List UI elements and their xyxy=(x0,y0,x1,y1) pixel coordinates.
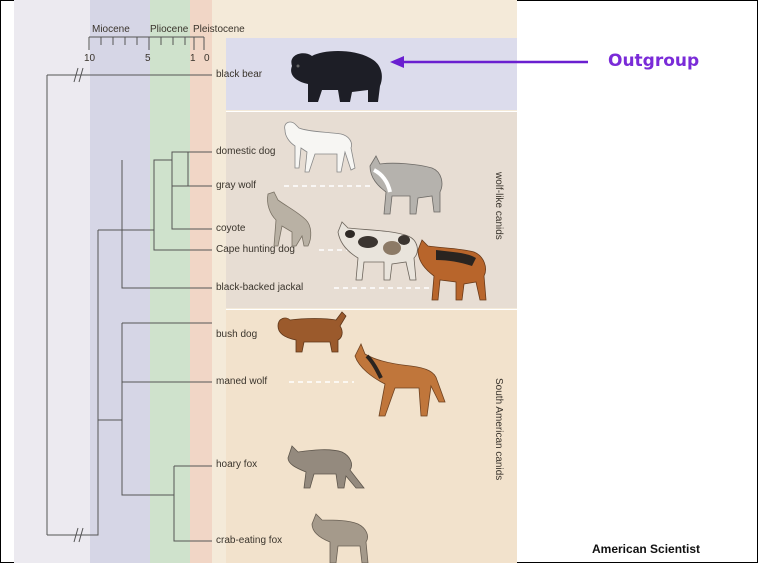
taxon-black-bear: black bear xyxy=(216,69,262,81)
gray-wolf-illustration xyxy=(366,152,448,218)
branch-wolf-like-inner xyxy=(122,152,212,250)
taxon-gray-wolf: gray wolf xyxy=(216,180,256,192)
taxon-crab-eating-fox: crab-eating fox xyxy=(216,535,282,547)
outgroup-label: Outgroup xyxy=(608,51,699,71)
outgroup-arrow xyxy=(390,54,590,70)
cape-hunting-dog-illustration xyxy=(334,218,424,284)
south-american-clade xyxy=(98,230,212,541)
coyote-illustration xyxy=(260,190,320,250)
taxon-hoary-fox: hoary fox xyxy=(216,459,257,471)
black-backed-jackal-illustration xyxy=(414,238,494,304)
taxon-coyote: coyote xyxy=(216,223,245,235)
taxon-maned-wolf: maned wolf xyxy=(216,376,267,388)
taxon-bush-dog: bush dog xyxy=(216,329,257,341)
maned-wolf-illustration xyxy=(351,342,451,420)
taxon-black-backed-jackal: black-backed jackal xyxy=(216,282,303,294)
time-scale-ruler xyxy=(89,37,204,50)
taxon-domestic-dog: domestic dog xyxy=(216,146,275,158)
hoary-fox-illustration xyxy=(284,438,368,492)
phylogeny-figure: Miocene Pliocene Pleistocene 10 5 1 0 xyxy=(14,0,517,563)
bush-dog-illustration xyxy=(274,308,350,356)
branch-coyote xyxy=(172,186,212,229)
crab-eating-fox-illustration xyxy=(308,510,374,563)
group-label-south-american: South American canids xyxy=(493,378,504,480)
domestic-dog-illustration xyxy=(279,118,359,176)
source-credit: American Scientist xyxy=(592,542,700,556)
branch-canids xyxy=(47,230,98,535)
black-bear-illustration xyxy=(282,46,388,106)
wolf-like-clade xyxy=(98,160,212,288)
group-label-wolf-like: wolf-like canids xyxy=(493,172,504,240)
